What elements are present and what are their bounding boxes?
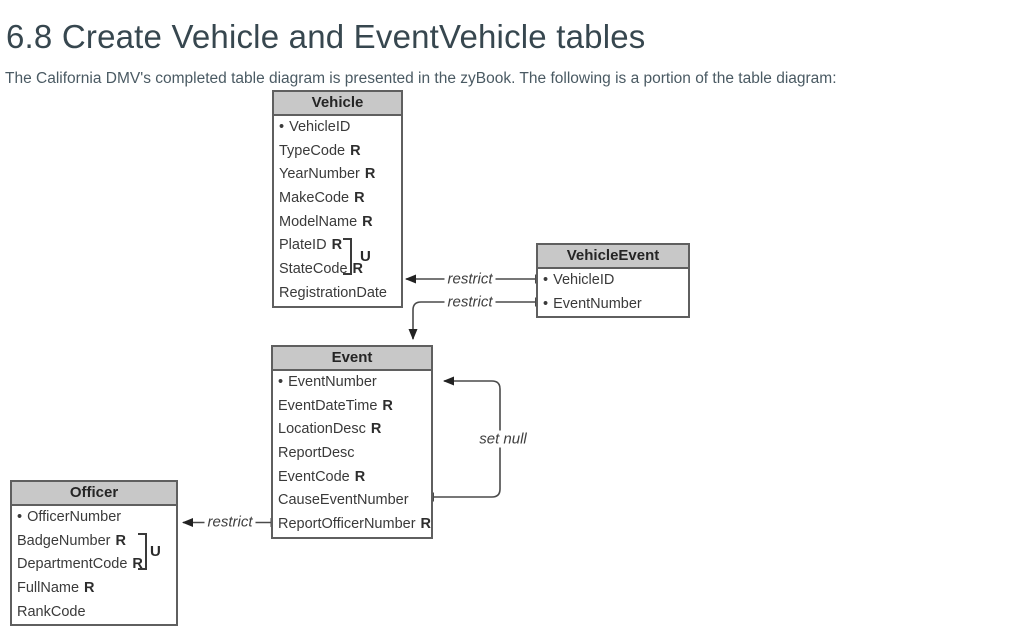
- column-name: EventNumber: [553, 295, 642, 312]
- column-name: VehicleID: [553, 272, 615, 288]
- required-flag: R: [364, 166, 376, 183]
- primary-key-bullet: •: [543, 272, 549, 288]
- table-vehicleevent-header: VehicleEvent: [538, 245, 688, 269]
- required-flag: R: [350, 142, 361, 159]
- intro-text: The California DMV's completed table dia…: [5, 69, 837, 87]
- table-row: ReportDesc: [273, 442, 431, 466]
- column-name: DepartmentCode: [17, 556, 128, 573]
- required-flag: R: [352, 261, 364, 278]
- table-row: CauseEventNumber: [273, 489, 431, 513]
- table-event-header: Event: [273, 347, 431, 371]
- table-vehicleevent: VehicleEvent •VehicleID •EventNumber: [536, 243, 690, 319]
- required-flag: R: [354, 468, 366, 485]
- column-name: PlateID: [279, 237, 327, 254]
- unique-constraint-label-officer: U: [150, 543, 161, 560]
- column-name: RegistrationDate: [279, 284, 387, 301]
- column-name: ReportOfficerNumber: [278, 516, 416, 533]
- table-row: RankCode: [12, 601, 176, 625]
- unique-constraint-label-vehicle: U: [360, 248, 371, 265]
- required-flag: R: [115, 532, 126, 549]
- column-name: TypeCode: [279, 142, 346, 159]
- required-flag: R: [370, 421, 382, 438]
- column-name: CauseEventNumber: [278, 492, 409, 509]
- primary-key-bullet: •: [543, 295, 549, 312]
- primary-key-bullet: •: [279, 119, 285, 135]
- table-row: RegistrationDate: [274, 282, 401, 306]
- column-name: MakeCode: [279, 190, 350, 207]
- required-flag: R: [84, 580, 95, 597]
- column-name: EventNumber: [288, 374, 377, 390]
- edge-label-set-null: set null: [476, 430, 530, 448]
- table-vehicle-header: Vehicle: [274, 92, 401, 116]
- edge-label-restrict-officer: restrict: [204, 513, 256, 531]
- required-flag: R: [420, 516, 432, 533]
- page-title: 6.8 Create Vehicle and EventVehicle tabl…: [6, 18, 646, 56]
- column-name: OfficerNumber: [27, 509, 122, 525]
- column-name: StateCode: [279, 261, 348, 278]
- edge-label-restrict-event: restrict: [444, 293, 496, 311]
- table-row: •OfficerNumber: [12, 506, 176, 530]
- table-row: •EventNumber: [273, 371, 431, 395]
- column-name: EventDateTime: [278, 397, 378, 414]
- column-name: ModelName: [279, 213, 358, 230]
- column-name: BadgeNumber: [17, 532, 111, 549]
- required-flag: R: [354, 190, 365, 207]
- column-name: LocationDesc: [278, 421, 366, 438]
- edge-label-restrict-vehicle: restrict: [444, 270, 496, 288]
- unique-constraint-bracket-officer: [138, 533, 147, 570]
- primary-key-bullet: •: [278, 374, 284, 390]
- primary-key-bullet: •: [17, 509, 23, 525]
- table-row: •EventNumber: [538, 293, 688, 317]
- required-flag: R: [382, 397, 393, 414]
- table-row: •VehicleID: [538, 269, 688, 293]
- required-flag: R: [362, 213, 373, 230]
- column-name: RankCode: [17, 603, 86, 620]
- column-name: ReportDesc: [278, 445, 355, 462]
- unique-constraint-bracket-vehicle: [343, 238, 352, 275]
- column-name: VehicleID: [289, 119, 351, 135]
- table-row: •VehicleID: [274, 116, 401, 140]
- column-name: FullName: [17, 580, 80, 597]
- column-name: EventCode: [278, 468, 350, 485]
- table-officer-header: Officer: [12, 482, 176, 506]
- column-name: YearNumber: [279, 166, 360, 183]
- required-flag: R: [331, 237, 343, 254]
- required-flag: R: [132, 556, 143, 573]
